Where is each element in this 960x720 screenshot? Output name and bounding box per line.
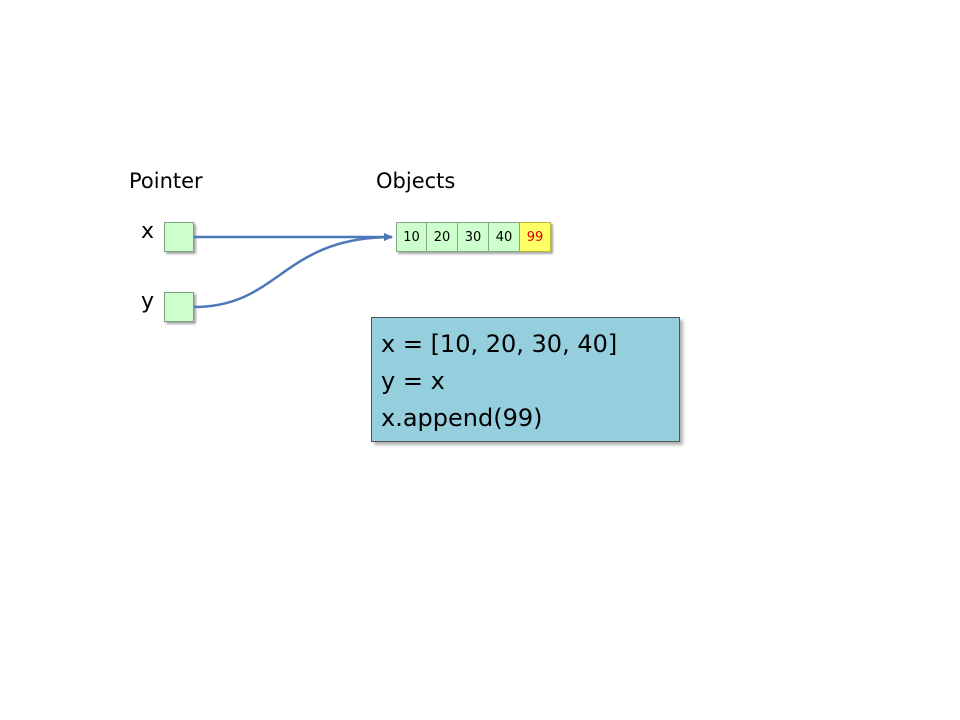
variable-label-y: y bbox=[141, 289, 155, 314]
pointer-box-y bbox=[164, 292, 194, 322]
code-line: x.append(99) bbox=[381, 404, 543, 432]
list-cell: 10 bbox=[396, 222, 427, 252]
code-line: x = [10, 20, 30, 40] bbox=[381, 330, 618, 358]
objects-heading: Objects bbox=[376, 169, 456, 193]
arrow-y-to-list bbox=[193, 233, 393, 309]
code-line: y = x bbox=[381, 367, 445, 395]
list-cell: 40 bbox=[489, 222, 520, 252]
pointer-heading: Pointer bbox=[129, 169, 203, 193]
code-box: x = [10, 20, 30, 40] y = x x.append(99) bbox=[371, 317, 680, 442]
list-cell-appended: 99 bbox=[520, 222, 551, 252]
variable-label-x: x bbox=[141, 219, 155, 244]
list-cell: 30 bbox=[458, 222, 489, 252]
list-object: 10 20 30 40 99 bbox=[396, 222, 551, 252]
pointer-box-x bbox=[164, 222, 194, 252]
list-cell: 20 bbox=[427, 222, 458, 252]
